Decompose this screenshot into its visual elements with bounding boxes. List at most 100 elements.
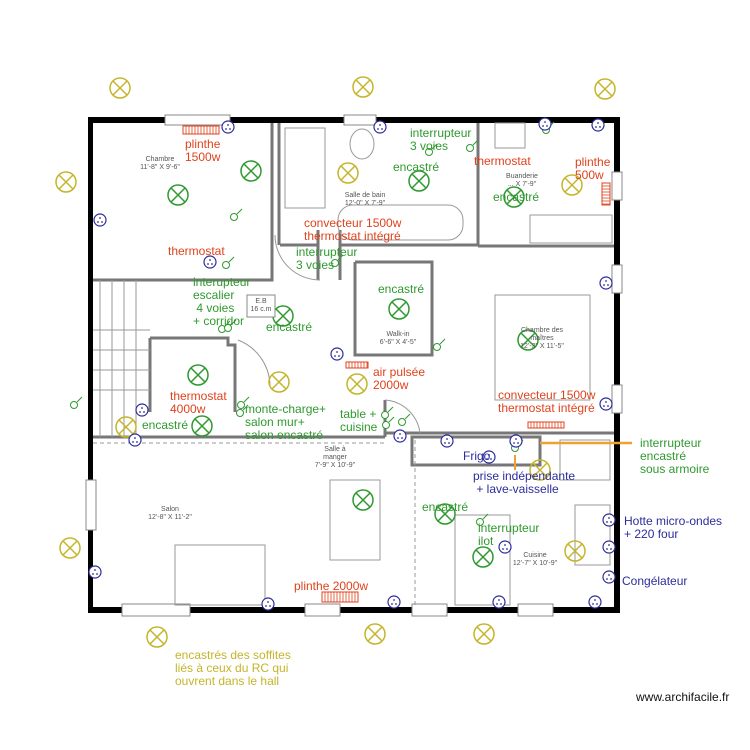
recessed-light-icon <box>187 364 209 386</box>
recessed-light-icon <box>191 415 213 437</box>
outlet-icon <box>591 118 605 132</box>
switch-icon <box>382 416 395 429</box>
baseboard-heater-icon <box>601 182 611 206</box>
soffit-light-icon <box>146 626 168 648</box>
baseboard-heater-icon <box>527 421 565 429</box>
label-encastre-hall: encastré <box>266 320 313 334</box>
switch-icon <box>433 338 446 351</box>
soffit-light-icon <box>59 537 81 559</box>
baseboard-heater-icon <box>182 125 220 135</box>
switch-icon <box>381 406 394 419</box>
switch-icon <box>466 139 479 152</box>
recessed-light-icon <box>517 329 539 351</box>
label-encastre-buanderie: encastré <box>493 190 540 204</box>
lights <box>55 76 616 648</box>
soffit-light-icon <box>268 371 290 393</box>
baseboard-heater-icon <box>321 591 359 603</box>
windows <box>85 114 623 617</box>
outlet-icon <box>602 513 616 527</box>
outlet-icon <box>588 595 602 609</box>
switch-icon <box>224 319 237 332</box>
switch-icon <box>237 396 250 409</box>
eb-box <box>246 294 276 318</box>
room-buanderie: Buanderie ... X 7'-9" <box>506 173 538 188</box>
baseboard-heater-icon <box>345 361 369 369</box>
room-cuisine: Cuisine 12'-7" X 10'-9" <box>512 552 558 567</box>
interior-walls <box>93 123 614 467</box>
recessed-light-icon <box>167 184 189 206</box>
soffit-light-icon <box>115 416 137 438</box>
outlet-icon <box>538 117 552 131</box>
switch-icon <box>236 404 249 417</box>
soffit-light-icon <box>364 623 386 645</box>
soffit-light-icon <box>346 373 368 395</box>
label-interrupteur-3v-hall: interrupteur 3 voies <box>296 245 358 272</box>
switch-icon <box>425 143 438 156</box>
outlet-icon <box>492 595 506 609</box>
label-prise-lave-vaisselle: prise indépendante + lave-vaisselle <box>473 469 576 496</box>
label-plinthe-2000: plinthe 2000w <box>294 579 369 593</box>
label-encastre-walkin: encastré <box>378 282 425 296</box>
label-interrupteur-armoire: interrupteur encastré sous armoire <box>640 436 710 476</box>
room-salle-a-manger: Salle à manger 7'-9" X 10'-9" <box>314 446 356 469</box>
recessed-light-icon <box>352 489 374 511</box>
outlet-icon <box>393 429 407 443</box>
website-credit: www.archifacile.fr <box>636 690 730 704</box>
outlet-icon <box>602 540 616 554</box>
outlet-icon <box>221 120 235 134</box>
outlet-icon <box>373 120 387 134</box>
outlet-icon <box>599 397 613 411</box>
outlet-icon <box>509 434 523 448</box>
outlets <box>88 117 616 611</box>
label-interrupteur-3v-sdb: interrupteur 3 voies <box>410 126 472 153</box>
label-hotte: Hotte micro-ondes + 220 four <box>624 514 723 541</box>
soffit-light-icon <box>529 459 551 481</box>
switch-icon <box>230 208 243 221</box>
soffit-light-icon <box>473 623 495 645</box>
soffit-light-icon <box>337 162 359 184</box>
room-walk-in: Walk-in 6'-6" X 4'-5" <box>379 331 417 346</box>
recessed-light-icon <box>240 160 262 182</box>
outlet-icon <box>482 450 496 464</box>
label-monte-charge: monte-charge+ salon mur+ salon encastré <box>245 402 327 442</box>
label-thermostat-buanderie: thermostat <box>474 154 531 168</box>
switch-icon <box>222 256 235 269</box>
label-interrupteur-ilot: interrupteur ilot <box>478 521 540 548</box>
fixtures <box>93 122 613 606</box>
outlet-icon <box>498 540 512 554</box>
outlet-icon <box>440 434 454 448</box>
room-salon: Salon 12'-8" X 11'-2" <box>148 506 192 521</box>
label-encastre-cuisine: encastré <box>422 500 469 514</box>
label-soffites: encastrés des soffites liés à ceux du RC… <box>175 648 291 688</box>
label-plinthe-1500: plinthe 1500w <box>185 137 221 164</box>
label-air-pulsee: air pulsée 2000w <box>373 365 426 392</box>
recessed-light-icon <box>434 503 456 525</box>
label-plinthe-500: plinthe 500w <box>575 155 611 182</box>
recessed-light-icon <box>472 546 494 568</box>
label-encastre-sdb: encastré <box>393 160 440 174</box>
outlet-icon <box>387 595 401 609</box>
outlet-icon <box>261 597 275 611</box>
soffit-light-icon <box>109 77 131 99</box>
room-chambre: Chambre 11'-8" X 9'-6" <box>140 156 180 171</box>
label-interrupteur-escalier: interupteur escalier 4 voies + corridor <box>193 275 251 328</box>
outlet-icon <box>128 433 142 447</box>
soffit-light-icon <box>55 171 77 193</box>
baseboard-heaters <box>182 125 611 603</box>
label-convecteur-maitres: convecteur 1500w thermostat intégré <box>498 388 596 415</box>
label-congelateur: Congélateur <box>622 574 688 588</box>
switch-icon <box>398 413 411 426</box>
outlet-icon <box>330 347 344 361</box>
soffit-light-icon <box>561 174 583 196</box>
recessed-light-icon <box>408 170 430 192</box>
outlet-icon <box>135 403 149 417</box>
soffit-light-icon <box>564 540 586 562</box>
label-thermostat-4000: thermostat 4000w <box>170 389 227 416</box>
label-frigo: Frigo <box>463 449 491 463</box>
room-chambre-des-maitres: Chambre des maîtres 12'-3" X 11'-5" <box>520 327 564 350</box>
soffit-light-icon <box>352 76 374 98</box>
outlet-icon <box>88 565 102 579</box>
label-encastre-entree: encastré <box>142 418 189 432</box>
